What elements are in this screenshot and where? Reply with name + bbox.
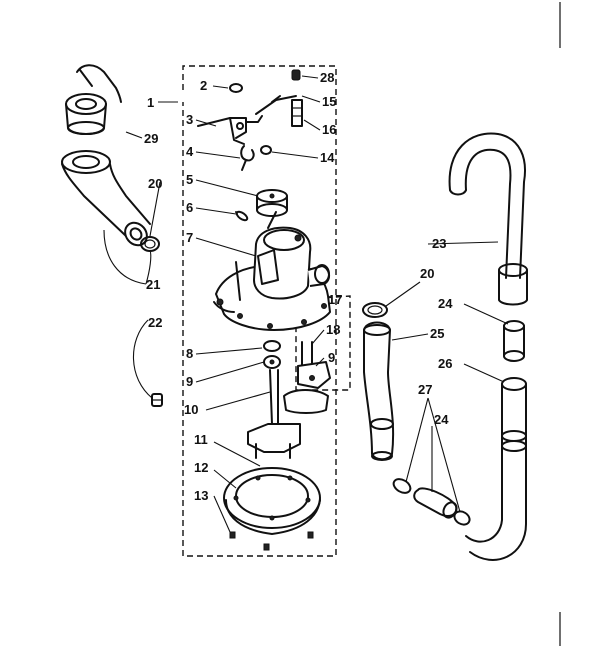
cover-part-11 [225,499,321,535]
label-part-17: 17 [328,292,342,307]
label-part-12: 12 [194,460,208,475]
clamp-part-27-left [392,478,412,494]
part-labels: 1 2 3 4 5 6 7 8 9 10 11 12 13 28 15 16 1… [144,70,453,503]
hose-part-25 [363,321,395,461]
clamp-part-27-right [453,510,471,526]
spring-part-4 [240,145,255,171]
label-part-25: 25 [430,326,444,341]
screws-part-13 [229,531,314,551]
coupler-part-24-lower [413,487,458,519]
label-part-7: 7 [186,230,193,245]
label-part-19: 9 [328,350,335,365]
label-part-24-upper: 24 [438,296,453,311]
washer-part-9 [263,355,281,369]
sub-assembly-boundary [295,295,351,391]
bracket-part-3 [197,115,263,145]
funnel-part-29 [65,64,122,135]
label-part-23: 23 [432,236,446,251]
label-part-24-lower: 24 [434,412,449,427]
label-part-8: 8 [186,346,193,361]
gasket-part-12 [223,467,321,529]
label-part-10: 10 [184,402,198,417]
hose-part-23 [448,132,528,306]
label-part-29: 29 [144,131,158,146]
plug-part-22 [151,393,163,407]
leader-lines [103,75,509,533]
hose-part-21 [61,150,151,247]
seal-part-8 [263,340,281,352]
clamp-part-20-right [362,302,388,318]
label-part-5: 5 [186,172,193,187]
hose-part-26 [465,377,527,561]
label-part-15: 15 [322,94,336,109]
diverter-part-18-19 [283,341,331,414]
pump-body-part-7 [213,211,331,331]
rod-part-15 [255,95,297,115]
label-part-20-left: 20 [148,176,162,191]
label-part-21: 21 [146,277,160,292]
coupler-part-24-upper [503,320,525,362]
label-part-20-right: 20 [420,266,434,281]
label-part-3: 3 [186,112,193,127]
retainer-part-14 [260,145,272,155]
pin-part-6 [235,210,249,222]
label-part-13: 13 [194,488,208,503]
label-part-9: 9 [186,374,193,389]
spring-part-28 [291,69,301,81]
label-part-26: 26 [438,356,452,371]
label-part-27: 27 [418,382,432,397]
shaft-part-10 [247,369,301,459]
label-part-2: 2 [200,78,207,93]
label-part-18: 18 [326,322,340,337]
link-part-16 [291,99,303,127]
pulley-part-5 [256,189,288,217]
label-part-16: 16 [322,122,336,137]
label-part-4: 4 [186,144,194,159]
label-part-6: 6 [186,200,193,215]
assembly-boundary [182,65,337,557]
label-part-22: 22 [148,315,162,330]
label-part-14: 14 [320,150,335,165]
label-part-28: 28 [320,70,334,85]
screw-part-2 [229,83,243,93]
label-part-1: 1 [147,95,154,110]
label-part-11: 11 [194,432,208,447]
